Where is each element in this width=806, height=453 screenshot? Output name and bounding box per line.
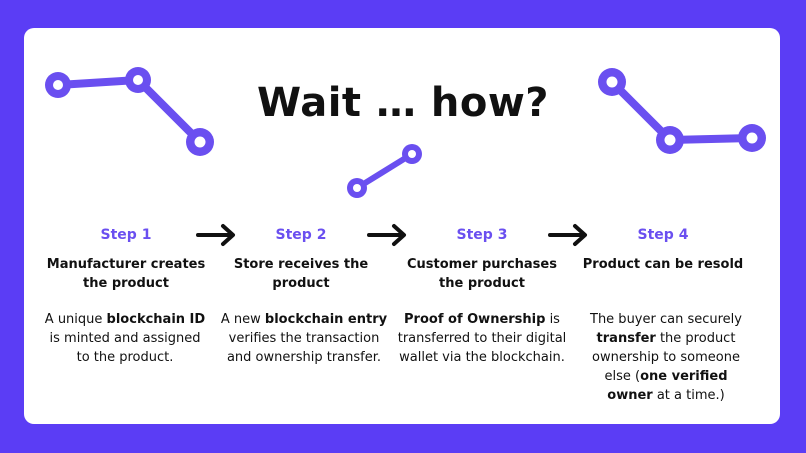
text-run: A unique	[44, 312, 107, 327]
step-3-heading: Customer purchases the product	[407, 257, 557, 291]
text-run-bold: blockchain entry	[264, 312, 388, 327]
step-1-description: A unique blockchain ID is minted and ass…	[41, 310, 209, 367]
text-run: at a time.)	[652, 388, 725, 403]
step-4-heading: Product can be resold	[582, 257, 744, 272]
arrow-right-icon-3	[548, 224, 587, 246]
text-run: the product ownership to someone else (	[592, 331, 740, 384]
text-run: The buyer can securely	[590, 312, 742, 327]
text-run: is minted and assigned to the product.	[49, 331, 201, 365]
step-1-label: Step 1	[100, 227, 152, 243]
step-2-label: Step 2	[275, 227, 327, 243]
text-run: A new	[220, 312, 265, 327]
text-run-bold: Proof of Ownership	[404, 312, 546, 327]
text-run-bold: blockchain ID	[106, 312, 206, 327]
step-2-heading: Store receives the product	[233, 257, 369, 291]
text-run-bold: one verified owner	[607, 369, 728, 403]
chain-link-icon-right	[598, 68, 766, 154]
step-2-description: A new blockchain entry verifies the tran…	[219, 310, 389, 367]
arrow-right-icon-2	[367, 224, 406, 246]
step-3-label: Step 3	[456, 227, 508, 243]
chain-link-icon-small	[347, 144, 422, 198]
arrow-right-icon-1	[196, 224, 235, 246]
step-3-description: Proof of Ownership is transferred to the…	[397, 310, 567, 367]
step-4-description: The buyer can securely transfer the prod…	[581, 310, 751, 405]
text-run: verifies the transaction and ownership t…	[226, 331, 382, 365]
step-1-heading: Manufacturer creates the product	[46, 257, 206, 291]
text-run-bold: transfer	[596, 331, 656, 346]
step-4-label: Step 4	[637, 227, 689, 243]
text-run: is transferred to their digital wallet v…	[397, 312, 567, 365]
chain-link-icon-left	[45, 67, 214, 156]
page-title: Wait … how?	[257, 80, 549, 126]
